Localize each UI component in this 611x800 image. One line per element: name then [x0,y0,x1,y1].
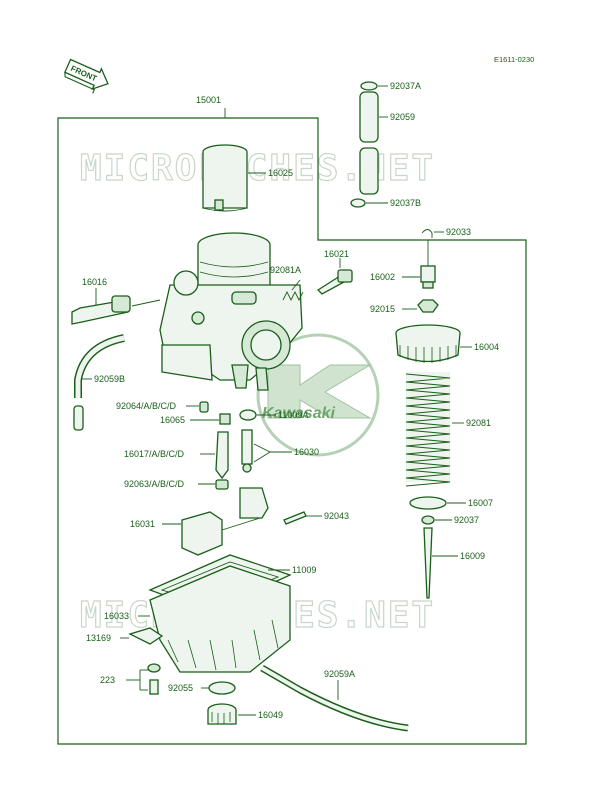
label-92037: 92037 [454,515,479,525]
diagram-code: E1611-0230 [494,55,534,64]
label-13169: 13169 [86,633,111,643]
carburetor-body-15001 [159,232,303,391]
tube-92059-lower [359,147,379,195]
label-16021: 16021 [324,249,349,259]
label-92015: 92015 [370,304,395,314]
float-16031 [162,487,269,556]
label-16002: 16002 [370,272,395,282]
logo-text: Kawasaki [262,405,335,422]
plug-16049 [207,703,256,725]
tube-92059 [359,91,379,143]
label-92081a: 92081A [270,265,301,275]
label-92063: 92063/A/B/C/D [124,479,185,489]
label-16030: 16030 [294,447,319,457]
label-16017: 16017/A/B/C/D [124,449,185,459]
screw-92064 [199,401,209,413]
label-92059b: 92059B [94,374,125,384]
spring-92081 [405,372,464,487]
label-92043: 92043 [324,511,349,521]
kawasaki-logo: Kawasaki [256,333,380,457]
label-16031: 16031 [130,519,155,529]
pilot-jet-16030 [241,429,292,473]
label-16004: 16004 [474,342,499,352]
washer-92063 [215,479,229,490]
label-92064: 92064/A/B/C/D [116,401,177,411]
valve-16002 [402,240,436,289]
retainer-16007 [409,496,447,510]
screws-223 [126,663,161,695]
spring-92081a [282,279,304,302]
needle-16009 [423,527,433,599]
watermark-top: MICROFICHES.NET [80,148,435,189]
front-arrow-icon: FRONT [64,58,109,94]
hose-92059b [73,334,125,431]
label-223: 223 [100,675,115,685]
jet-16065 [219,413,231,425]
label-11009a: 11009A [278,410,308,420]
nut-92015 [417,299,439,313]
label-15001: 15001 [196,95,221,105]
label-16025: 16025 [268,168,293,178]
label-92033: 92033 [446,227,471,237]
label-92059a: 92059A [324,669,355,679]
label-92081: 92081 [466,418,491,428]
screw-16016 [71,288,161,325]
oring-92037b [350,198,366,208]
label-16007: 16007 [468,498,493,508]
needle-jet-16017 [215,431,229,480]
pin-92043 [283,511,307,525]
label-16016: 16016 [82,277,107,287]
hose-92059a [260,664,409,732]
oring-11009a [239,409,257,421]
label-16033: 16033 [104,611,129,621]
float-bowl-16033 [138,565,291,673]
cap-16025 [202,144,266,212]
oring-92055 [208,681,236,695]
label-92055: 92055 [168,683,193,693]
label-92059: 92059 [390,112,415,122]
clip-92037 [421,515,435,525]
label-16065: 16065 [160,415,185,425]
cap-16004 [395,324,472,363]
label-92037a: 92037A [390,81,421,91]
bracket-13169 [128,627,164,645]
clip-92033 [421,229,433,238]
label-92037b: 92037B [390,198,421,208]
label-16049: 16049 [258,710,283,720]
label-16009: 16009 [460,551,485,561]
oring-92037a [360,81,378,91]
label-11009: 11009 [292,565,316,575]
assembly-frame [57,117,527,745]
screw-16021 [316,258,353,295]
